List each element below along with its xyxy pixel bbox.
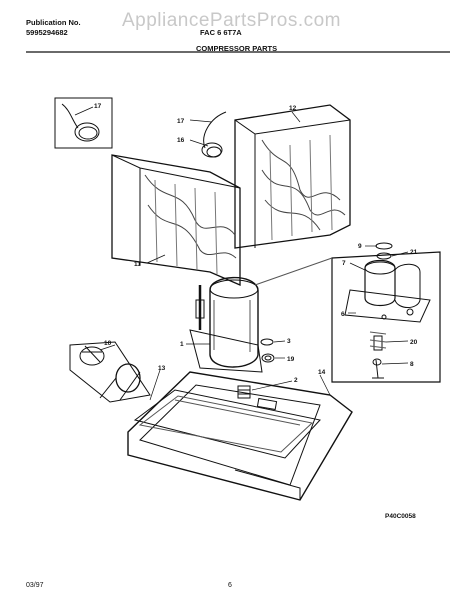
callout-1: 1 (180, 341, 184, 348)
footer-page-number: 6 (228, 582, 232, 589)
callout-3: 3 (287, 338, 291, 345)
callout-20: 20 (410, 339, 418, 346)
mount-2 (237, 385, 251, 399)
callout-10: 10 (104, 340, 112, 347)
diagram-code: P40C0058 (385, 513, 416, 520)
callout-11: 11 (134, 261, 141, 268)
publication-label: Publication No. (26, 18, 81, 27)
callout-labels: 17 17 16 12 11 9 21 7 6 1 3 19 20 8 10 1… (94, 103, 418, 520)
model-number: FAC 6 6T7A (200, 28, 242, 37)
callout-6: 6 (341, 311, 345, 318)
callout-21: 21 (410, 249, 418, 256)
callout-17: 17 (177, 118, 185, 125)
callout-9: 9 (358, 243, 362, 250)
footer-date: 03/97 (26, 582, 44, 589)
section-title: COMPRESSOR PARTS (196, 44, 278, 53)
leader-lines (74, 106, 409, 401)
part-17-inset-box (54, 97, 113, 149)
watermark: AppliancePartsPros.com (121, 10, 342, 31)
part-10-inset (69, 341, 151, 403)
drip-tray-13 (133, 389, 321, 459)
publication-number: 5995294682 (26, 28, 68, 37)
callout-19: 19 (287, 356, 295, 363)
callout-17-inset: 17 (94, 103, 102, 110)
capillary-tube-16 (201, 111, 227, 158)
hardware-3-19 (260, 338, 275, 363)
compressor-1 (189, 276, 263, 373)
callout-16: 16 (177, 137, 185, 144)
callout-12: 12 (289, 105, 297, 112)
callout-8: 8 (410, 361, 414, 368)
callout-2: 2 (294, 377, 298, 384)
callout-7: 7 (342, 260, 346, 267)
callout-13: 13 (158, 365, 166, 372)
detail-box-6 (254, 242, 441, 383)
base-pan-14 (127, 371, 353, 501)
capillary-coil-inset (61, 103, 100, 142)
callout-14: 14 (318, 369, 326, 376)
evaporator-coil-11 (111, 154, 241, 286)
condenser-coil-12 (234, 104, 351, 249)
